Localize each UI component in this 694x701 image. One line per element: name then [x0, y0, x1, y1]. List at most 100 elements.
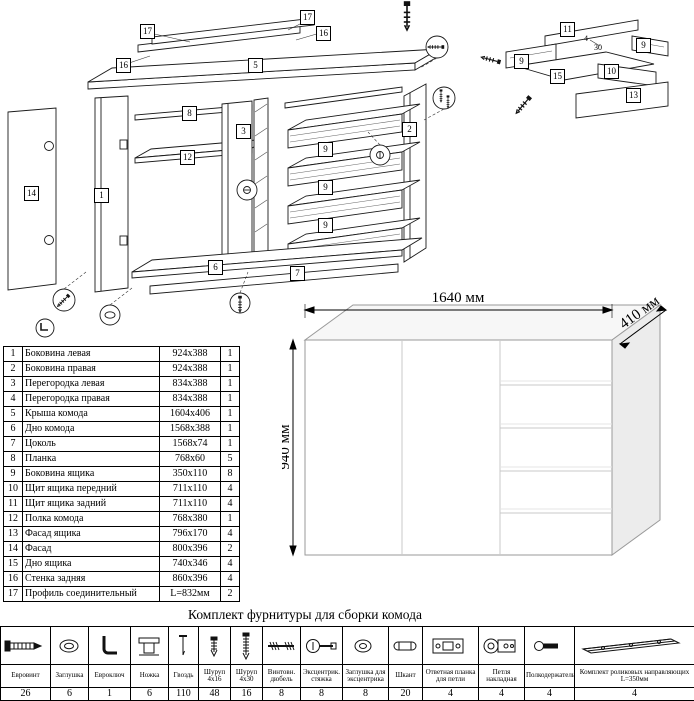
part-name: Боковина ящика: [23, 467, 160, 482]
part-label: 9: [318, 218, 333, 233]
hardware-item-name: Ножка: [131, 665, 169, 688]
part-size: 924x388: [160, 362, 221, 377]
part-size: 768x60: [160, 452, 221, 467]
part-qty: 4: [221, 527, 240, 542]
part-qty: 1: [221, 512, 240, 527]
part-label: 9: [318, 180, 333, 195]
hardware-item-qty: 4: [423, 688, 479, 701]
part-number: 15: [4, 557, 23, 572]
part-qty: 1: [221, 392, 240, 407]
part-label: 10: [604, 64, 619, 79]
part-number: 7: [4, 437, 23, 452]
part-label: 5: [248, 58, 263, 73]
part-number: 17: [4, 587, 23, 602]
hardware-item-qty: 8: [263, 688, 301, 701]
hardware-item-name: Полкодержатель: [525, 665, 575, 688]
part-size: 796x170: [160, 527, 221, 542]
part-number: 1: [4, 347, 23, 362]
part-number: 14: [4, 542, 23, 557]
part-label: 11: [560, 22, 575, 37]
part-qty: 1: [221, 422, 240, 437]
part-size: 740x346: [160, 557, 221, 572]
part-label: 2: [402, 122, 417, 137]
hardware-item-name: Гвоздь: [169, 665, 199, 688]
part-size: 860x396: [160, 572, 221, 587]
hardware-item-name: Евроключ: [89, 665, 131, 688]
part-name: Крыша комода: [23, 407, 160, 422]
part-qty: 1: [221, 362, 240, 377]
part-name: Дно комода: [23, 422, 160, 437]
wood-dowel-icon: [389, 627, 423, 665]
hardware-item-qty: 110: [169, 688, 199, 701]
cam-cover-icon: [343, 627, 389, 665]
part-name: Дно ящика: [23, 557, 160, 572]
part-qty: 2: [221, 587, 240, 602]
screw-size-annotation: 30: [594, 43, 602, 52]
hardware-item-name: Винтовн. дюбель: [263, 665, 301, 688]
part-label: 13: [626, 88, 641, 103]
part-qty: 2: [221, 542, 240, 557]
part-number: 10: [4, 482, 23, 497]
part-label: 17: [300, 10, 315, 25]
part-number: 8: [4, 452, 23, 467]
hardware-item-name: Комплект роликовых направляющих L=350мм: [575, 665, 694, 688]
drawer-box: [288, 104, 420, 148]
part-label: 9: [318, 142, 333, 157]
divider-panel: [254, 98, 268, 258]
hardware-item-qty: 8: [343, 688, 389, 701]
hex-key-icon: [89, 627, 131, 665]
part-label: 1: [94, 188, 109, 203]
rail-plank: [285, 87, 402, 108]
hardware-item-qty: 4: [525, 688, 575, 701]
part-size: 834x388: [160, 392, 221, 407]
part-number: 4: [4, 392, 23, 407]
shelf-pin-icon: [525, 627, 575, 665]
part-number: 5: [4, 407, 23, 422]
part-size: 800x396: [160, 542, 221, 557]
part-name: Перегородка правая: [23, 392, 160, 407]
dresser-side-face: [612, 305, 660, 555]
part-label: 12: [180, 150, 195, 165]
part-size: 834x388: [160, 377, 221, 392]
hinge-icon: [479, 627, 525, 665]
part-number: 13: [4, 527, 23, 542]
hardware-kit-title: Комплект фурнитуры для сборки комода: [0, 607, 610, 623]
nail-icon: [169, 627, 199, 665]
part-number: 9: [4, 467, 23, 482]
hardware-item-qty: 6: [131, 688, 169, 701]
foot-icon: [131, 627, 169, 665]
screw-size-annotation: 4: [584, 34, 588, 43]
euro-screw-icon: [1, 627, 51, 665]
part-number: 3: [4, 377, 23, 392]
screw-4x30-icon: [231, 627, 263, 665]
dresser-front-face: [305, 340, 612, 555]
dresser-drawing: 1640 мм 940 мм 410 мм: [282, 284, 694, 584]
hardware-item-name: Петля накладная: [479, 665, 525, 688]
hardware-item-qty: 1: [89, 688, 131, 701]
part-name: Планка: [23, 452, 160, 467]
part-label: 3: [236, 124, 251, 139]
drawer-box: [288, 180, 420, 224]
hardware-item-qty: 20: [389, 688, 423, 701]
hardware-item-name: Эксцентрик. стяжка: [301, 665, 343, 688]
hardware-item-qty: 6: [51, 688, 89, 701]
hardware-kit-table: Евровинт Заглушка Евроключ Ножка Гвоздь …: [0, 626, 694, 701]
screw-4x16-icon: [199, 627, 231, 665]
part-qty: 8: [221, 467, 240, 482]
part-label: 9: [636, 38, 651, 53]
part-size: 1568x74: [160, 437, 221, 452]
part-qty: 5: [221, 452, 240, 467]
part-qty: 1: [221, 377, 240, 392]
part-label: 16: [116, 58, 131, 73]
